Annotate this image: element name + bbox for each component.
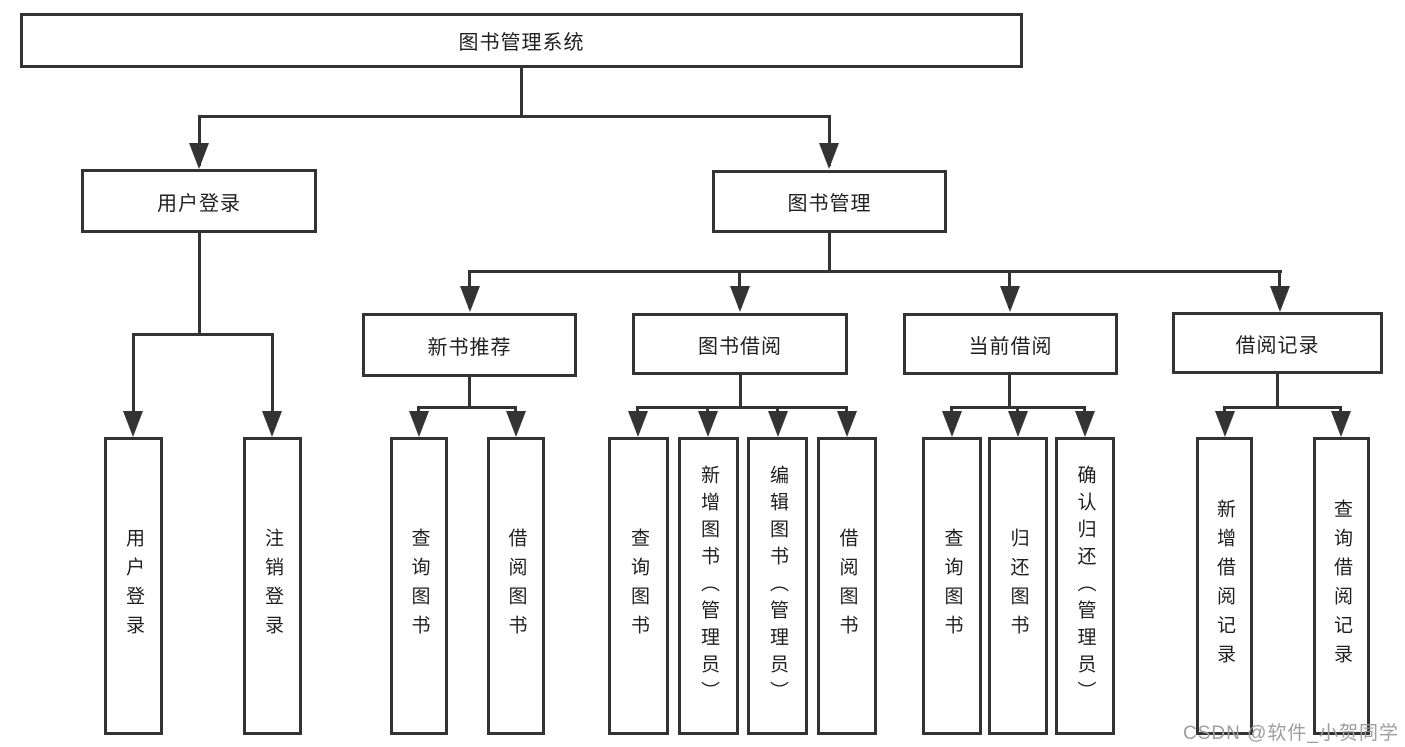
node-label: 新书推荐	[427, 336, 512, 359]
arrow-down-icon	[189, 143, 209, 169]
arrow-down-icon	[506, 411, 526, 437]
arrow-down-icon	[768, 411, 788, 437]
arrow-down-icon	[460, 286, 480, 312]
connector-line	[417, 406, 517, 409]
arrow-down-icon	[1000, 286, 1020, 312]
node-leaf-add-borrow-record: 新增借阅记录	[1196, 437, 1253, 735]
node-leaf-query-books-recommend: 查询图书	[390, 437, 448, 735]
connector-line	[739, 375, 742, 409]
arrow-down-icon	[1331, 411, 1351, 437]
node-label: 查询图书	[628, 528, 649, 644]
node-leaf-borrow-books: 借阅图书	[817, 437, 877, 735]
arrow-down-icon	[1270, 286, 1290, 312]
node-label: 借阅图书	[836, 528, 858, 644]
arrow-down-icon	[409, 411, 429, 437]
connector-line	[271, 333, 274, 431]
node-label: 图书管理系统	[458, 32, 585, 54]
connector-line	[1008, 375, 1011, 409]
arrow-down-icon	[819, 143, 839, 169]
node-label: 查询借阅记录	[1331, 499, 1352, 673]
connector-line	[1276, 374, 1279, 409]
node-borrowing-records: 借阅记录	[1172, 312, 1383, 374]
node-label: 查询图书	[408, 528, 430, 644]
node-leaf-borrow-books-recommend: 借阅图书	[487, 437, 545, 735]
node-leaf-edit-books-admin: 编辑图书（管理员）	[747, 437, 808, 735]
node-label: 借阅记录	[1235, 334, 1320, 357]
connector-line	[468, 270, 1282, 273]
node-leaf-logout: 注销登录	[243, 437, 302, 735]
node-book-management: 图书管理	[712, 170, 947, 233]
arrow-down-icon	[1075, 411, 1095, 437]
connector-line	[198, 115, 831, 118]
node-label: 查询图书	[941, 528, 963, 644]
arrow-down-icon	[837, 411, 857, 437]
node-book-borrowing: 图书借阅	[632, 313, 848, 375]
connector-line	[132, 333, 274, 336]
node-label: 用户登录	[123, 528, 144, 644]
connector-line	[520, 68, 523, 118]
arrow-down-icon	[1215, 411, 1235, 437]
node-leaf-query-borrow-record: 查询借阅记录	[1313, 437, 1370, 735]
node-current-borrowing: 当前借阅	[903, 313, 1118, 375]
node-label: 新增借阅记录	[1214, 499, 1235, 673]
arrow-down-icon	[942, 411, 962, 437]
arrow-down-icon	[123, 411, 143, 437]
node-label: 图书借阅	[698, 335, 782, 358]
arrow-down-icon	[628, 411, 648, 437]
node-label: 借阅图书	[505, 528, 527, 644]
connector-line	[828, 233, 831, 273]
node-new-book-recommendation: 新书推荐	[362, 313, 577, 377]
connector-line	[132, 333, 135, 431]
connector-line	[198, 115, 201, 166]
node-label: 当前借阅	[968, 335, 1053, 358]
node-label: 用户登录	[157, 192, 241, 215]
node-label: 编辑图书（管理员）	[767, 464, 788, 708]
node-leaf-confirm-return-admin: 确认归还（管理员）	[1055, 437, 1115, 735]
node-leaf-query-books-current: 查询图书	[922, 437, 982, 735]
node-user-login: 用户登录	[81, 169, 317, 233]
connector-line	[828, 115, 831, 166]
connector-line	[468, 377, 471, 409]
connector-line	[1223, 406, 1342, 409]
node-label: 归还图书	[1007, 528, 1029, 644]
arrow-down-icon	[1008, 411, 1028, 437]
node-leaf-add-books-admin: 新增图书（管理员）	[678, 437, 739, 735]
arrow-down-icon	[262, 411, 282, 437]
node-leaf-user-login: 用户登录	[104, 437, 163, 735]
csdn-watermark: CSDN @软件_小贺同学	[1183, 723, 1399, 744]
connector-line	[636, 406, 848, 409]
node-label: 注销登录	[262, 528, 283, 644]
node-label: 图书管理	[787, 193, 872, 215]
node-label: 确认归还（管理员）	[1074, 464, 1096, 708]
arrow-down-icon	[730, 286, 750, 312]
connector-line	[198, 233, 201, 336]
node-leaf-query-books-borrow: 查询图书	[608, 437, 669, 735]
arrow-down-icon	[698, 411, 718, 437]
node-label: 新增图书（管理员）	[698, 464, 719, 708]
node-leaf-return-books: 归还图书	[988, 437, 1048, 735]
node-book-management-system: 图书管理系统	[20, 13, 1023, 68]
